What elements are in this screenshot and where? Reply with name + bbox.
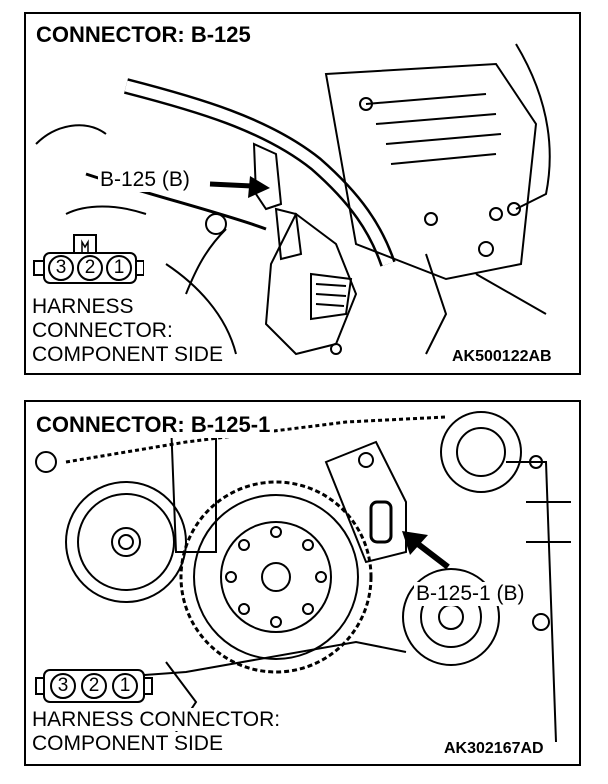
figure-code: AK302167AD	[442, 740, 546, 758]
caption-line-2: COMPONENT SIDE	[32, 732, 223, 755]
harness-connector-diagram: 3 2 1	[32, 232, 144, 286]
caption-line-1: HARNESS	[32, 295, 134, 318]
connector-callout-label: B-125-1 (B)	[414, 582, 527, 606]
caption-line-1: HARNESS CONNECTOR:	[32, 708, 281, 731]
arrow-icon	[402, 531, 450, 570]
timing-belt-line-drawing	[35, 411, 571, 743]
pin-1: 1	[112, 673, 138, 699]
connector-b125-1-panel: CONNECTOR: B-125-1 B-125-1 (B) 3 2 1 HAR…	[24, 400, 581, 766]
connector-title: CONNECTOR: B-125-1	[32, 412, 275, 438]
figure-code: AK500122AB	[450, 348, 554, 366]
connector-title: CONNECTOR: B-125	[32, 22, 255, 48]
harness-connector-diagram: 3 2 1	[34, 668, 154, 704]
pin-2: 2	[77, 255, 103, 281]
pin-3: 3	[50, 673, 76, 699]
connector-callout-label: B-125 (B)	[98, 168, 192, 192]
arrow-icon	[209, 176, 270, 198]
pin-2: 2	[81, 673, 107, 699]
pin-1: 1	[106, 255, 132, 281]
engine-line-drawing	[35, 43, 551, 356]
caption-line-2: CONNECTOR:	[32, 319, 173, 342]
connector-b125-panel: CONNECTOR: B-125 B-125 (B) 3 2 1 HARNESS…	[24, 12, 581, 375]
pin-3: 3	[48, 255, 74, 281]
caption-line-3: COMPONENT SIDE	[32, 343, 223, 366]
